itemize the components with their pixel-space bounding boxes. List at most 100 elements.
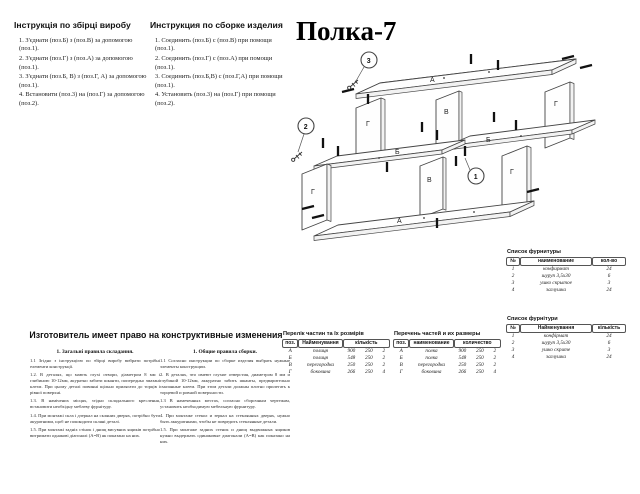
table-cell: 250 <box>475 348 484 354</box>
rules-ua-title: 1. Загальні правила складання. <box>56 349 134 355</box>
col-header: поз. <box>393 338 410 348</box>
step: 4. Встановити (поз.3) на (поз.Г) за допо… <box>19 91 145 108</box>
callout-1: 1 <box>464 157 485 185</box>
table-cell: 6 <box>607 340 611 346</box>
rules-ru: 1. Общие правила сборки. 1.1 Согласно ин… <box>160 349 290 447</box>
table-cell: 3 <box>607 347 611 353</box>
table-cell: 900 <box>458 348 467 354</box>
table-cell: 900 <box>347 348 356 354</box>
part-label-g: Г <box>366 121 370 128</box>
col-header: № <box>506 256 520 266</box>
table-cell: 6 <box>607 273 611 279</box>
table-cell: 24 <box>606 333 612 339</box>
page-title: Полка-7 <box>296 16 397 46</box>
table-cell: 2 <box>493 355 497 361</box>
table-cell: перегородка <box>306 362 335 368</box>
screw-icon <box>347 79 359 90</box>
parts-ua-title: Перелік частин та їх розмірів <box>283 331 364 337</box>
callout-number: 3 <box>367 58 371 65</box>
paragraph: 1.3. В намічених місцях, згідно складаль… <box>30 398 160 410</box>
table-cell: полка <box>425 348 438 354</box>
callout-number: 2 <box>304 124 308 131</box>
step: 2. Соединить (поз.Г) с (поз.А) при помощ… <box>155 54 273 71</box>
screw-marks <box>301 54 593 228</box>
table-cell: 548 <box>458 355 467 361</box>
table-cell: 250 <box>364 355 373 361</box>
panel-g-upper-right: Г <box>544 81 575 149</box>
rules-ru-title: 1. Общие правила сборки. <box>193 349 257 355</box>
table-cell: 2 <box>511 340 515 346</box>
table-cell: 250 <box>475 369 484 375</box>
col-header: кількість <box>342 338 390 348</box>
step: 3. З'єднати (поз.Б, В) з (поз.Г, А) за д… <box>19 73 147 89</box>
table-cell: ушко скрите <box>541 347 571 353</box>
table-row: 4 заглушка 24 <box>506 354 626 361</box>
panel-g-bottom-left: Г <box>301 163 332 231</box>
table-cell: конфірмат <box>543 333 569 339</box>
table-cell: 250 <box>364 348 373 354</box>
paragraph: 4. При монтаже стекол и зеркал на стекля… <box>160 412 290 424</box>
table-cell: В <box>399 362 403 368</box>
table-cell: В <box>288 362 292 368</box>
col-header: наименование <box>520 256 592 266</box>
table-header-row: поз. Найменування кількість <box>282 338 390 348</box>
table-cell: конфирмат <box>543 266 569 272</box>
panel-shelf-b-left: Б <box>313 139 466 171</box>
table-cell: 2 <box>382 362 386 368</box>
table-cell: полка <box>425 355 438 361</box>
table-cell: ушко скрытое <box>540 280 572 286</box>
table-cell: 24 <box>606 287 612 293</box>
col-header: поз. <box>282 338 299 348</box>
table-header-row: № Найменування кількість <box>506 323 626 333</box>
table-cell: А <box>399 348 403 354</box>
paragraph: 2. В деталях, что имеют глухие отверстия… <box>160 372 290 396</box>
callout-number: 1 <box>474 174 478 181</box>
table-cell: А <box>288 348 292 354</box>
table-cell: шуруп 3,5х30 <box>541 340 571 346</box>
table-cell: 4 <box>382 369 386 375</box>
instructions-ru-steps: 1. Соединить (поз.Б) с (поз.В) при помощ… <box>150 37 292 109</box>
table-cell: 250 <box>364 369 373 375</box>
table-cell: 24 <box>606 354 612 360</box>
panel-g-upper-left: Г <box>355 97 386 165</box>
table-cell: заглушка <box>546 354 566 360</box>
paragraph: 1.5. При монтаже задних стенок и днищ вы… <box>160 426 290 444</box>
table-header-row: № наименование кол-во <box>506 256 626 266</box>
table-cell: 24 <box>606 266 612 272</box>
table-cell: 2 <box>493 348 497 354</box>
part-label-g: Г <box>510 169 514 176</box>
table-cell: 1 <box>511 333 515 339</box>
col-header: кількість <box>592 323 626 333</box>
col-header: наименование <box>409 338 454 348</box>
part-label-v: В <box>444 109 449 116</box>
manufacturer-note: Изготовитель имеет право на конструктивн… <box>29 330 283 340</box>
table-cell: перегородка <box>417 362 446 368</box>
table-cell: 2 <box>382 348 386 354</box>
table-cell: боковина <box>421 369 442 375</box>
part-label-b: Б <box>395 149 400 156</box>
table-cell: 2 <box>511 273 515 279</box>
instructions-ua-steps: 1. З'єднати (поз.Б) з (поз.В) за допомог… <box>14 37 147 109</box>
table-cell: 4 <box>511 287 515 293</box>
table-row: 2 шуруп 3,5х30 6 <box>506 340 626 347</box>
panel-shelf-b-right: Б <box>446 119 596 151</box>
table-cell: 266 <box>347 369 356 375</box>
paragraph: 1.3 В намеченных местах, согласно сбороч… <box>160 398 290 410</box>
paragraph: 1.1 Согласно инструкции по сборке издели… <box>160 358 290 370</box>
col-header: кол-во <box>592 256 626 266</box>
table-cell: 250 <box>364 362 373 368</box>
part-label-a: А <box>430 77 435 84</box>
col-header: Найменування <box>520 323 592 333</box>
col-header: № <box>506 323 520 333</box>
instructions-ru-title: Инструкция по сборке изделия <box>150 20 283 30</box>
table-cell: 4 <box>511 354 515 360</box>
table-cell: полиця <box>313 355 328 361</box>
